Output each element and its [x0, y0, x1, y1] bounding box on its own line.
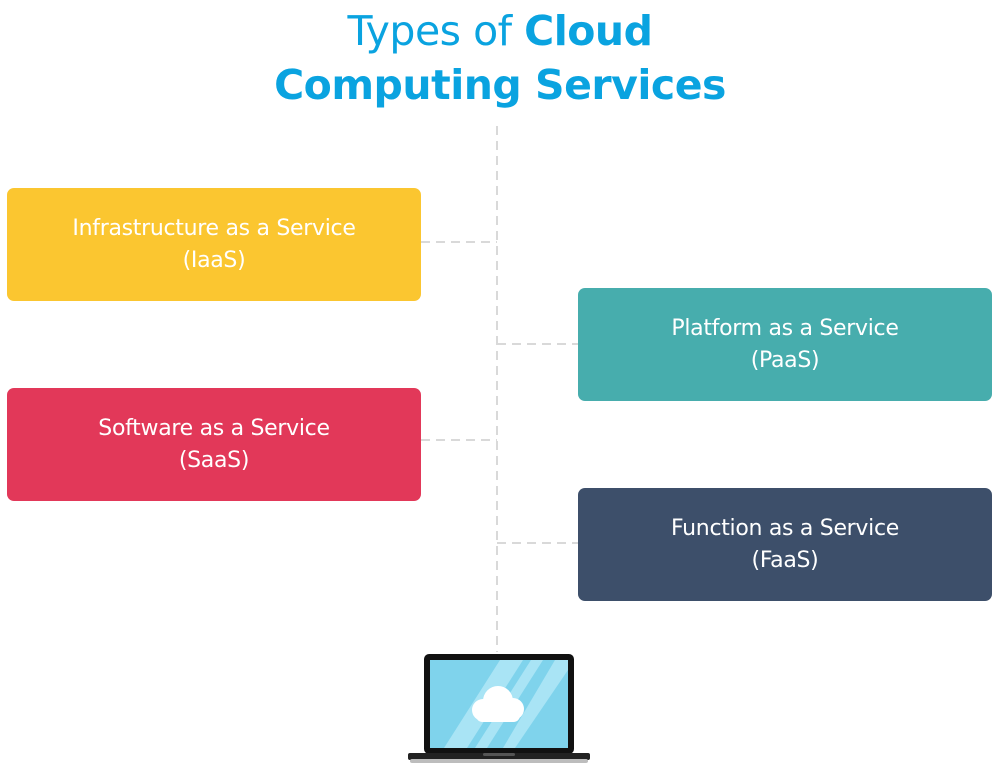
- service-card-faas: Function as a Service (FaaS): [578, 488, 992, 601]
- laptop-icon: [408, 654, 590, 763]
- service-card-iaas: Infrastructure as a Service (IaaS): [7, 188, 421, 301]
- service-card-saas: Software as a Service (SaaS): [7, 388, 421, 501]
- title-light-part: Types of: [347, 7, 525, 55]
- service-name: Software as a Service: [98, 415, 330, 441]
- service-name: Platform as a Service: [671, 315, 899, 341]
- service-card-paas: Platform as a Service (PaaS): [578, 288, 992, 401]
- service-name: Infrastructure as a Service: [72, 215, 356, 241]
- title-line-1: Types of Cloud: [0, 4, 1000, 58]
- title-line-2: Computing Services: [274, 61, 726, 109]
- diagram-title: Types of Cloud Computing Services: [0, 4, 1000, 112]
- service-abbreviation: (IaaS): [182, 247, 246, 273]
- cloud-icon: [472, 686, 524, 722]
- title-bold-part: Cloud: [524, 7, 653, 55]
- service-abbreviation: (FaaS): [751, 547, 819, 573]
- service-abbreviation: (PaaS): [750, 347, 820, 373]
- service-abbreviation: (SaaS): [178, 447, 250, 473]
- service-name: Function as a Service: [671, 515, 899, 541]
